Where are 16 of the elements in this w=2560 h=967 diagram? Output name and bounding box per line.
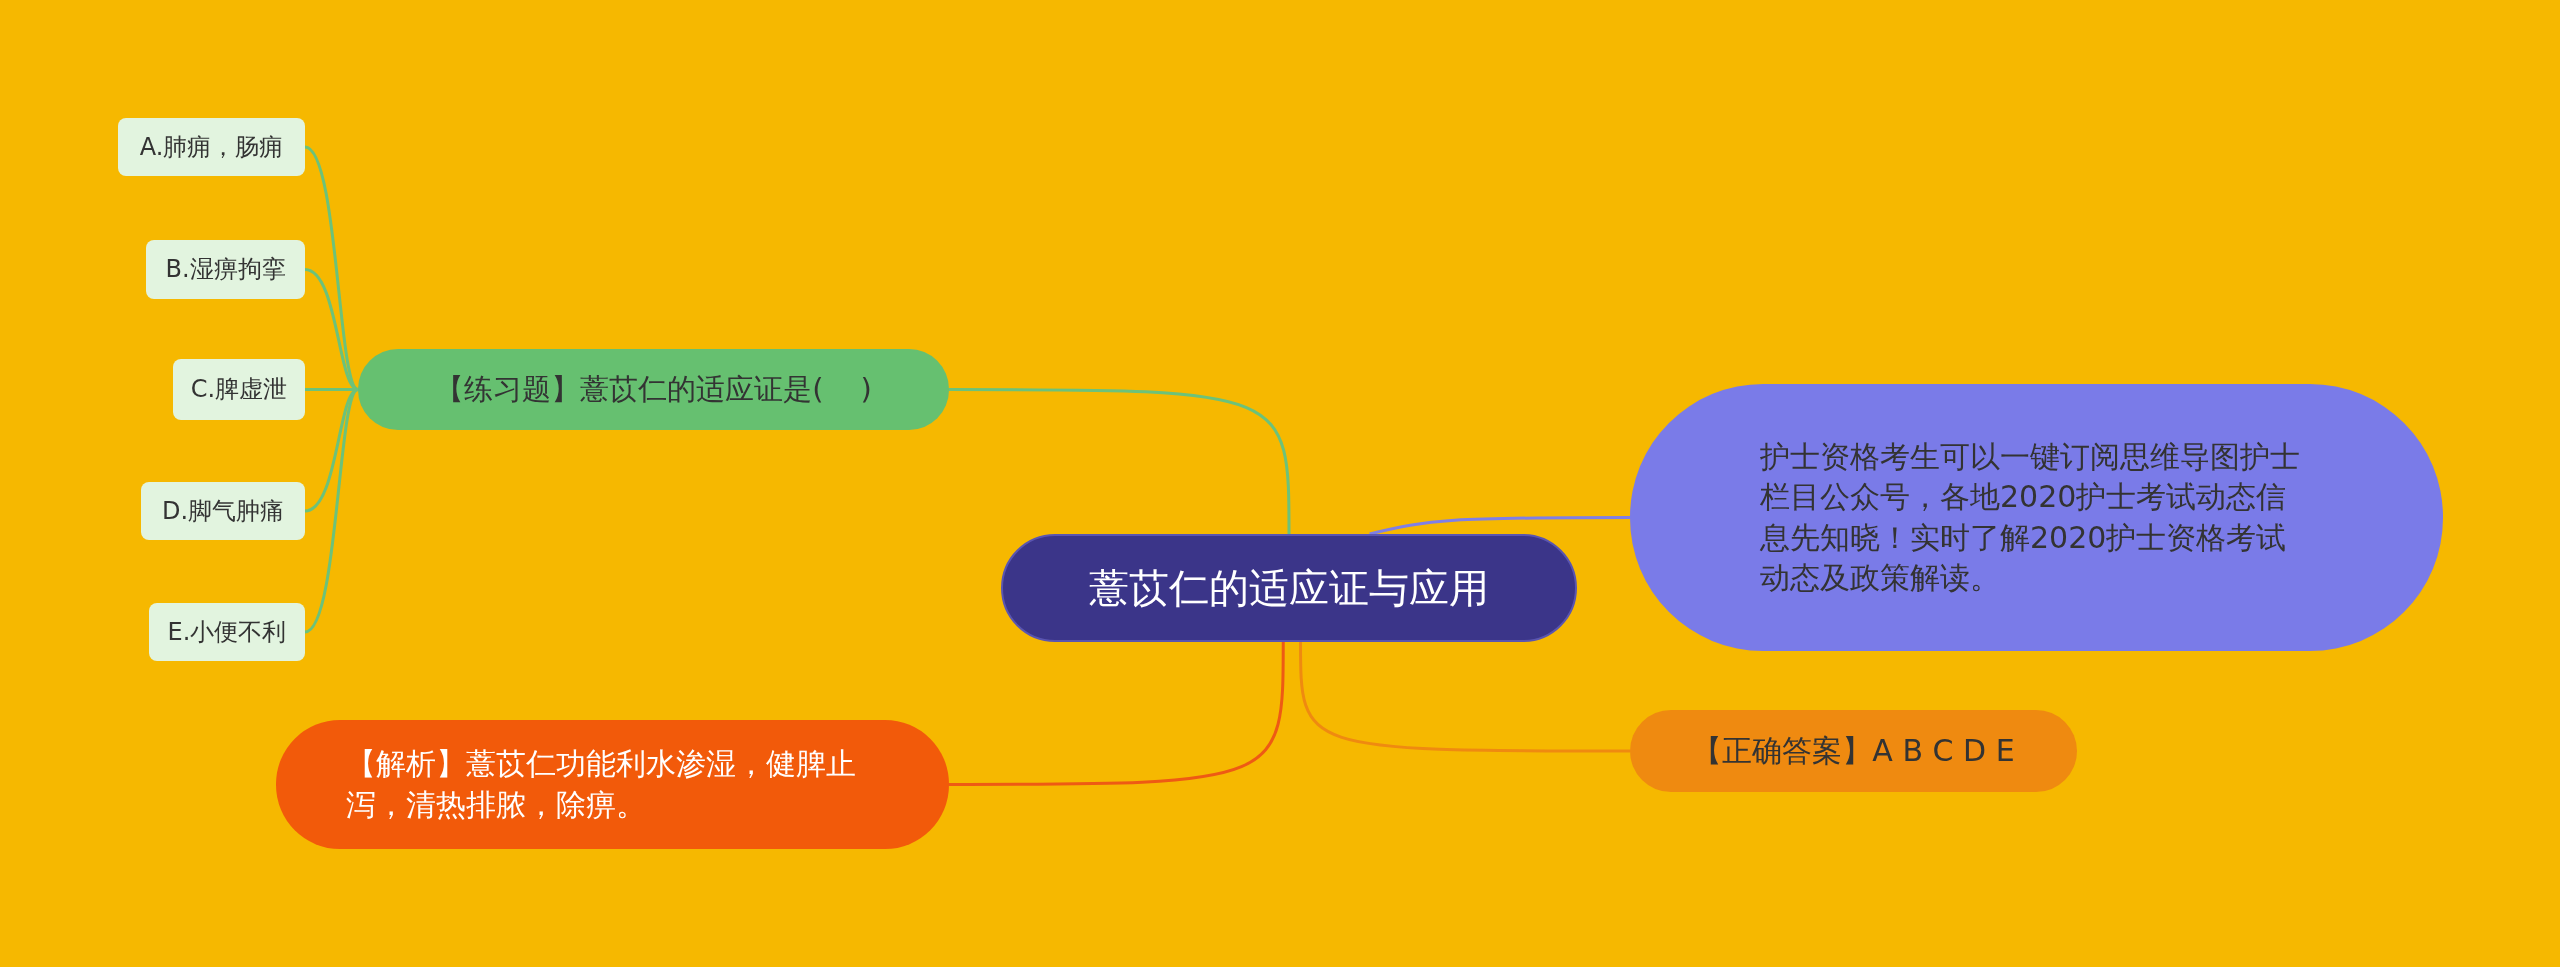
option-topic: D.脚气肿痛: [141, 482, 305, 540]
connector: [304, 268, 359, 391]
connector: [1299, 642, 1630, 753]
option-topic: B.湿痹拘挛: [146, 240, 305, 299]
central-topic: 薏苡仁的适应证与应用: [1001, 534, 1577, 642]
connector: [304, 388, 360, 634]
connector: [949, 642, 1285, 786]
connector: [1369, 516, 1630, 536]
option-topic: C.脾虚泄: [173, 359, 305, 420]
option-topic: A.肺痈，肠痈: [118, 118, 305, 176]
question-topic: 【练习题】薏苡仁的适应证是( ): [358, 349, 949, 430]
analysis-topic: 【解析】薏苡仁功能利水渗湿，健脾止泻，清热排脓，除痹。: [276, 720, 949, 849]
answer-topic: 【正确答案】A B C D E: [1630, 710, 2077, 792]
info-topic: 护士资格考生可以一键订阅思维导图护士栏目公众号，各地2020护士考试动态信息先知晓！实时了解2020护士资格考试动态及政策解读。: [1630, 384, 2443, 651]
option-topic: E.小便不利: [149, 603, 305, 661]
connector: [949, 388, 1291, 534]
